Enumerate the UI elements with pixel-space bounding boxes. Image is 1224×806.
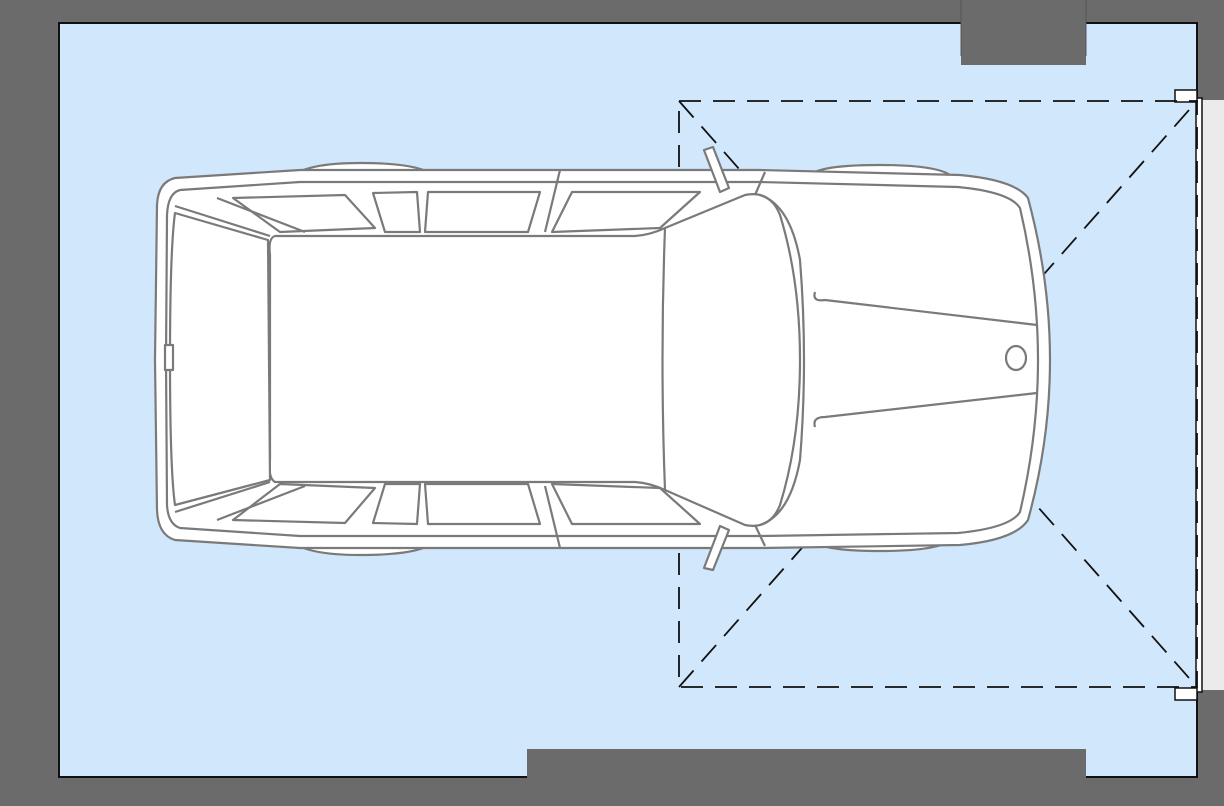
car-roof bbox=[268, 193, 802, 527]
car-side-window bbox=[231, 482, 377, 525]
car-side-mirror bbox=[702, 145, 731, 194]
car-side-window bbox=[423, 190, 542, 234]
car-side-window bbox=[231, 193, 377, 234]
door-jamb-bottom bbox=[1174, 687, 1198, 701]
car-door-seam bbox=[754, 524, 766, 547]
car-side-window bbox=[423, 482, 542, 526]
car-hood-emblem bbox=[1004, 344, 1028, 372]
car-side-window bbox=[550, 190, 702, 234]
overhead-door-panel bbox=[1195, 97, 1203, 693]
door-jamb-top bbox=[1174, 89, 1198, 103]
car-door-seam bbox=[543, 485, 562, 549]
car-rear-window bbox=[168, 211, 272, 507]
car-pillar-line bbox=[216, 196, 306, 234]
car-body-inner bbox=[164, 180, 1040, 538]
car-pillar-line bbox=[174, 480, 271, 514]
car-hood-line bbox=[813, 291, 1038, 327]
car-door-seam bbox=[753, 171, 767, 196]
car-windshield-frame bbox=[759, 193, 806, 527]
car-side-window bbox=[371, 190, 422, 234]
car-side-mirror bbox=[702, 524, 731, 572]
wall-pier-top bbox=[961, 0, 1086, 65]
car-pillar-line bbox=[174, 204, 271, 238]
wall-pier-bottom bbox=[527, 749, 1086, 789]
car-windshield bbox=[661, 227, 667, 491]
car-hood-line bbox=[813, 391, 1038, 428]
car-side-window bbox=[371, 482, 422, 526]
car-top-view bbox=[153, 145, 1052, 572]
car-door-seam bbox=[543, 169, 562, 233]
car-pillar-line bbox=[216, 484, 306, 522]
car-rear-latch bbox=[163, 343, 175, 372]
